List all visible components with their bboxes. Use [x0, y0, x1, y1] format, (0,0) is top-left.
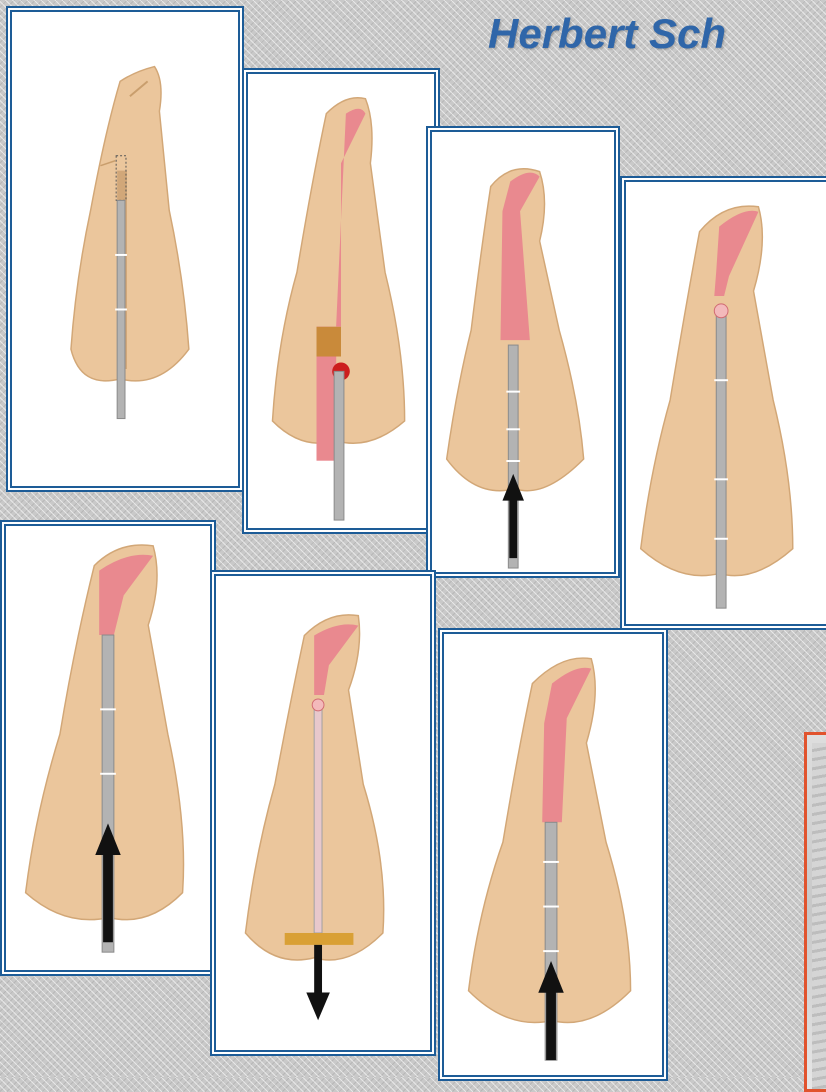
panel-step-4	[624, 180, 826, 626]
panel-step-5	[4, 524, 212, 972]
plugger-instrument	[334, 371, 344, 520]
rubber-stop	[285, 933, 354, 945]
page-title: Herbert Sch	[488, 10, 726, 58]
plugger-instrument	[716, 311, 726, 608]
panel-step-6	[214, 574, 432, 1052]
plugger-instrument	[314, 705, 322, 933]
panel-step-1	[10, 10, 240, 488]
clinical-photo	[804, 732, 826, 1092]
radiograph-image	[812, 743, 826, 1089]
panel-step-2	[246, 72, 436, 530]
panel-step-7	[442, 632, 664, 1077]
panel-step-3	[430, 130, 616, 574]
heat-carrier-tip	[317, 327, 341, 357]
tooth-illustration	[71, 67, 189, 381]
